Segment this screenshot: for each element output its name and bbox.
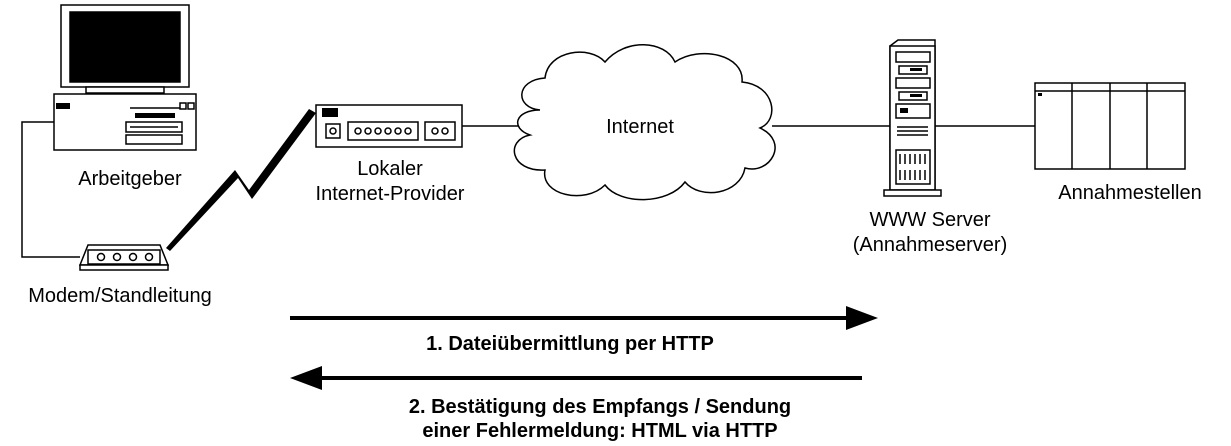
server-label-line1: WWW Server (869, 209, 991, 231)
cloud-icon (513, 44, 776, 201)
pc-modem-cable (21, 121, 80, 258)
server-label-line2: (Annahmeserver) (852, 234, 1008, 256)
provider-label-line1: Lokaler (357, 158, 423, 180)
modem-label: Modem/Standleitung (28, 285, 212, 307)
router-icon (315, 104, 463, 148)
connection-lines (21, 121, 1035, 258)
employer-label: Arbeitgeber (78, 168, 182, 190)
confirmation-flow-label-line2: einer Fehlermeldung: HTML via HTTP (422, 420, 778, 442)
provider-label-line2: Internet-Provider (315, 183, 465, 205)
upload-flow-label: 1. Dateiübermittlung per HTTP (426, 333, 714, 355)
server-rack-icon (1034, 82, 1186, 170)
desktop-computer-icon (53, 4, 197, 151)
flow-arrows (290, 306, 878, 390)
annahmestellen-label: Annahmestellen (1058, 182, 1202, 204)
internet-label: Internet (606, 116, 674, 138)
upload-arrowhead-icon (846, 306, 878, 330)
modem-icon (78, 244, 170, 271)
confirmation-arrowhead-icon (290, 366, 322, 390)
lightning-bolt-icon (166, 109, 316, 251)
server-tower-icon (883, 39, 942, 197)
confirmation-flow-label-line1: 2. Bestätigung des Empfangs / Sendung (408, 396, 792, 418)
